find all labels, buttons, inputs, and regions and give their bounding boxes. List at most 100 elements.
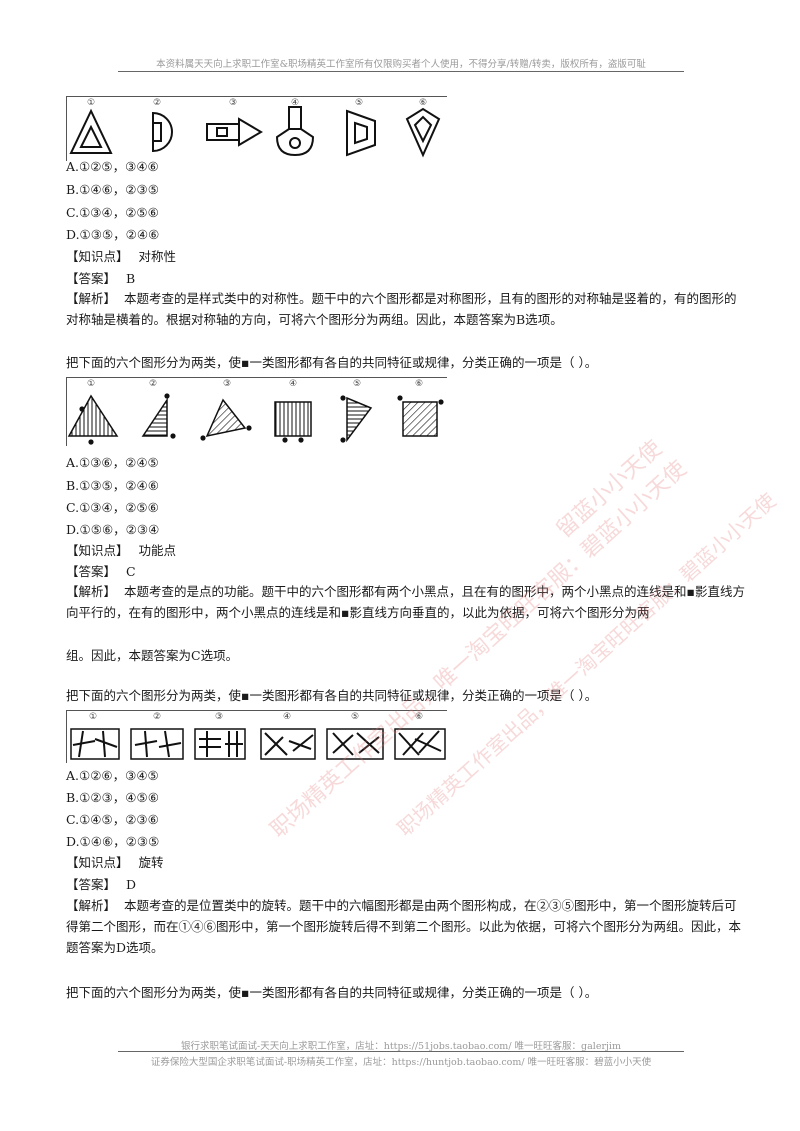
- q2-label-1: ①: [87, 379, 95, 389]
- q2-dot: [200, 435, 206, 441]
- q2-dot: [397, 395, 403, 401]
- q2-analysis-end: 组。因此，本题答案为C选项。: [66, 648, 239, 663]
- q3-label-1: ①: [89, 712, 97, 722]
- q1-label-6: ⑥: [419, 98, 427, 108]
- q1-shape-4-base: [275, 128, 315, 157]
- q1-label-5: ⑤: [355, 98, 363, 108]
- q2-shape-4: [274, 401, 312, 437]
- q1-option-d: D.①③⑤，②④⑥: [66, 227, 160, 242]
- q2-label-3: ③: [223, 379, 231, 389]
- q1-shape-6-inner: [413, 115, 433, 144]
- q2-dot: [438, 399, 444, 405]
- q3-option-b: B.①②③，④⑤⑥: [66, 790, 159, 805]
- q3-stem: 把下面的六个图形分为两类，使▪一类图形都有各自的共同特征或规律，分类正确的一项是…: [66, 688, 598, 703]
- q1-shape-1-outer: [69, 108, 113, 154]
- q1-shape-1-inner: [79, 124, 103, 148]
- q1-analysis-text: 本题考查的是样式类中的对称性。题干中的六个图形都是对称图形，且有的图形的对称轴是…: [66, 291, 737, 327]
- q1-shape-3-body: [206, 123, 240, 141]
- q3-frame-5: [326, 728, 384, 760]
- q3-option-c: C.①④⑤，②③⑥: [66, 812, 159, 827]
- q2-dot: [340, 395, 346, 401]
- q2-shape-6: [402, 401, 438, 437]
- q2-option-a: A.①③⑥，②④⑤: [66, 455, 159, 470]
- q3-figure-svg: ① ② ③ ④ ⑤ ⑥: [70, 712, 446, 760]
- q2-dot: [246, 425, 252, 431]
- q1-label-3: ③: [229, 98, 237, 108]
- q1-knowledge-label: 【知识点】: [66, 249, 129, 264]
- watermark: 职场精英工作室出品，唯一淘宝旺旺客服：碧蓝小小天使: [266, 456, 692, 844]
- q1-shape-3-inner: [216, 127, 228, 137]
- q1-label-1: ①: [87, 98, 95, 108]
- q2-option-d: D.①⑤⑥，②③④: [66, 522, 160, 537]
- q3-knowledge-label: 【知识点】: [66, 855, 129, 870]
- q1-shape-5-outer: [346, 109, 376, 157]
- q2-option-b: B.①③⑤，②④⑥: [66, 478, 159, 493]
- q3-frame-4: [260, 728, 316, 760]
- q1-figure-svg: ① ② ③ ④ ⑤ ⑥: [69, 98, 441, 158]
- q2-shape-5: [346, 396, 373, 443]
- q1-analysis: 【解析】 本题考查的是样式类中的对称性。题干中的六个图形都是对称图形，且有的图形…: [66, 288, 746, 330]
- footer-line-2: 证券保险大型国企求职笔试面试-职场精英工作室，店址：https://huntjo…: [150, 1057, 652, 1068]
- q3-analysis: 【解析】 本题考查的是位置类中的旋转。题干中的六幅图形都是由两个图形构成，在②③…: [66, 895, 746, 958]
- q1-answer-value: B: [126, 271, 136, 286]
- header-note: 本资料属天天向上求职工作室&职场精英工作室所有仅限购买者个人使用，不得分享/转赠…: [156, 59, 646, 70]
- q2-answer: 【答案】 C: [66, 563, 136, 581]
- q3-label-2: ②: [153, 712, 161, 722]
- q1-answer: 【答案】 B: [66, 270, 135, 288]
- q2-stem: 把下面的六个图形分为两类，使▪一类图形都有各自的共同特征或规律，分类正确的一项是…: [66, 355, 598, 370]
- q2-dot: [282, 437, 288, 443]
- q3-frame-2: [130, 728, 184, 760]
- q2-dot: [79, 406, 85, 412]
- q2-shape-2: [141, 397, 168, 437]
- q2-dot: [164, 393, 170, 399]
- q1-option-a: A.①②⑤，③④⑥: [66, 159, 159, 174]
- q2-knowledge: 【知识点】 功能点: [66, 542, 176, 560]
- q1-shape-4-hole: [289, 137, 301, 149]
- q2-analysis-label: 【解析】: [66, 584, 117, 599]
- q1-option-c: C.①③④，②⑤⑥: [66, 205, 159, 220]
- q2-dot: [88, 439, 94, 445]
- q2-answer-value: C: [126, 564, 136, 579]
- q2-answer-label: 【答案】: [66, 564, 117, 579]
- q3-label-5: ⑤: [351, 712, 359, 722]
- q3-knowledge: 【知识点】 旋转: [66, 854, 164, 872]
- q1-shape-2-half: [152, 111, 173, 153]
- footer-line-1: 银行求职笔试面试-天天向上求职工作室，店址：https://51jobs.tao…: [181, 1041, 621, 1052]
- q2-label-6: ⑥: [415, 379, 423, 389]
- header-rule: [118, 71, 684, 72]
- q2-figure-svg: ① ② ③ ④ ⑤ ⑥: [67, 379, 444, 445]
- q3-frame-3: [194, 728, 246, 760]
- q3-answer-label: 【答案】: [66, 877, 117, 892]
- q1-knowledge: 【知识点】 对称性: [66, 248, 176, 266]
- q1-option-b: B.①④⑥，②③⑤: [66, 182, 159, 197]
- q3-knowledge-value: 旋转: [138, 855, 164, 870]
- q3-option-d: D.①④⑥，②③⑤: [66, 834, 160, 849]
- q2-knowledge-value: 功能点: [138, 543, 177, 558]
- q2-figure: ① ② ③ ④ ⑤ ⑥: [66, 377, 447, 446]
- q1-label-4: ④: [291, 98, 299, 108]
- q2-label-2: ②: [149, 379, 157, 389]
- watermark: 职场精英工作室出品，唯一淘宝旺旺客服：碧蓝小小天使: [392, 488, 781, 841]
- q1-answer-label: 【答案】: [66, 271, 117, 286]
- watermark: 留蓝小小天使: [552, 436, 667, 544]
- q2-dot: [298, 437, 304, 443]
- q2-shape-3: [205, 398, 247, 438]
- q1-shape-3-head: [238, 117, 263, 147]
- q3-answer-value: D: [126, 877, 137, 892]
- q1-shape-6-outer: [405, 107, 441, 158]
- q2-option-c: C.①③④，②⑤⑥: [66, 500, 159, 515]
- q2-dot: [170, 433, 176, 439]
- q3-answer: 【答案】 D: [66, 876, 136, 894]
- q1-knowledge-value: 对称性: [138, 249, 177, 264]
- q1-figure: ① ② ③ ④ ⑤ ⑥: [66, 96, 447, 161]
- q1-label-2: ②: [153, 98, 161, 108]
- q2-dot: [340, 437, 346, 443]
- q3-frame-1: [70, 728, 120, 760]
- footer-rule: [118, 1051, 684, 1052]
- q2-shape-1: [67, 394, 119, 437]
- q3-figure: ① ② ③ ④ ⑤ ⑥: [66, 710, 447, 763]
- q1-analysis-label: 【解析】: [66, 291, 117, 306]
- q4-stem: 把下面的六个图形分为两类，使▪一类图形都有各自的共同特征或规律，分类正确的一项是…: [66, 985, 598, 1000]
- q2-analysis: 【解析】 本题考查的是点的功能。题干中的六个图形都有两个小黑点，且在有的图形中，…: [66, 581, 746, 623]
- q3-label-6: ⑥: [415, 712, 423, 722]
